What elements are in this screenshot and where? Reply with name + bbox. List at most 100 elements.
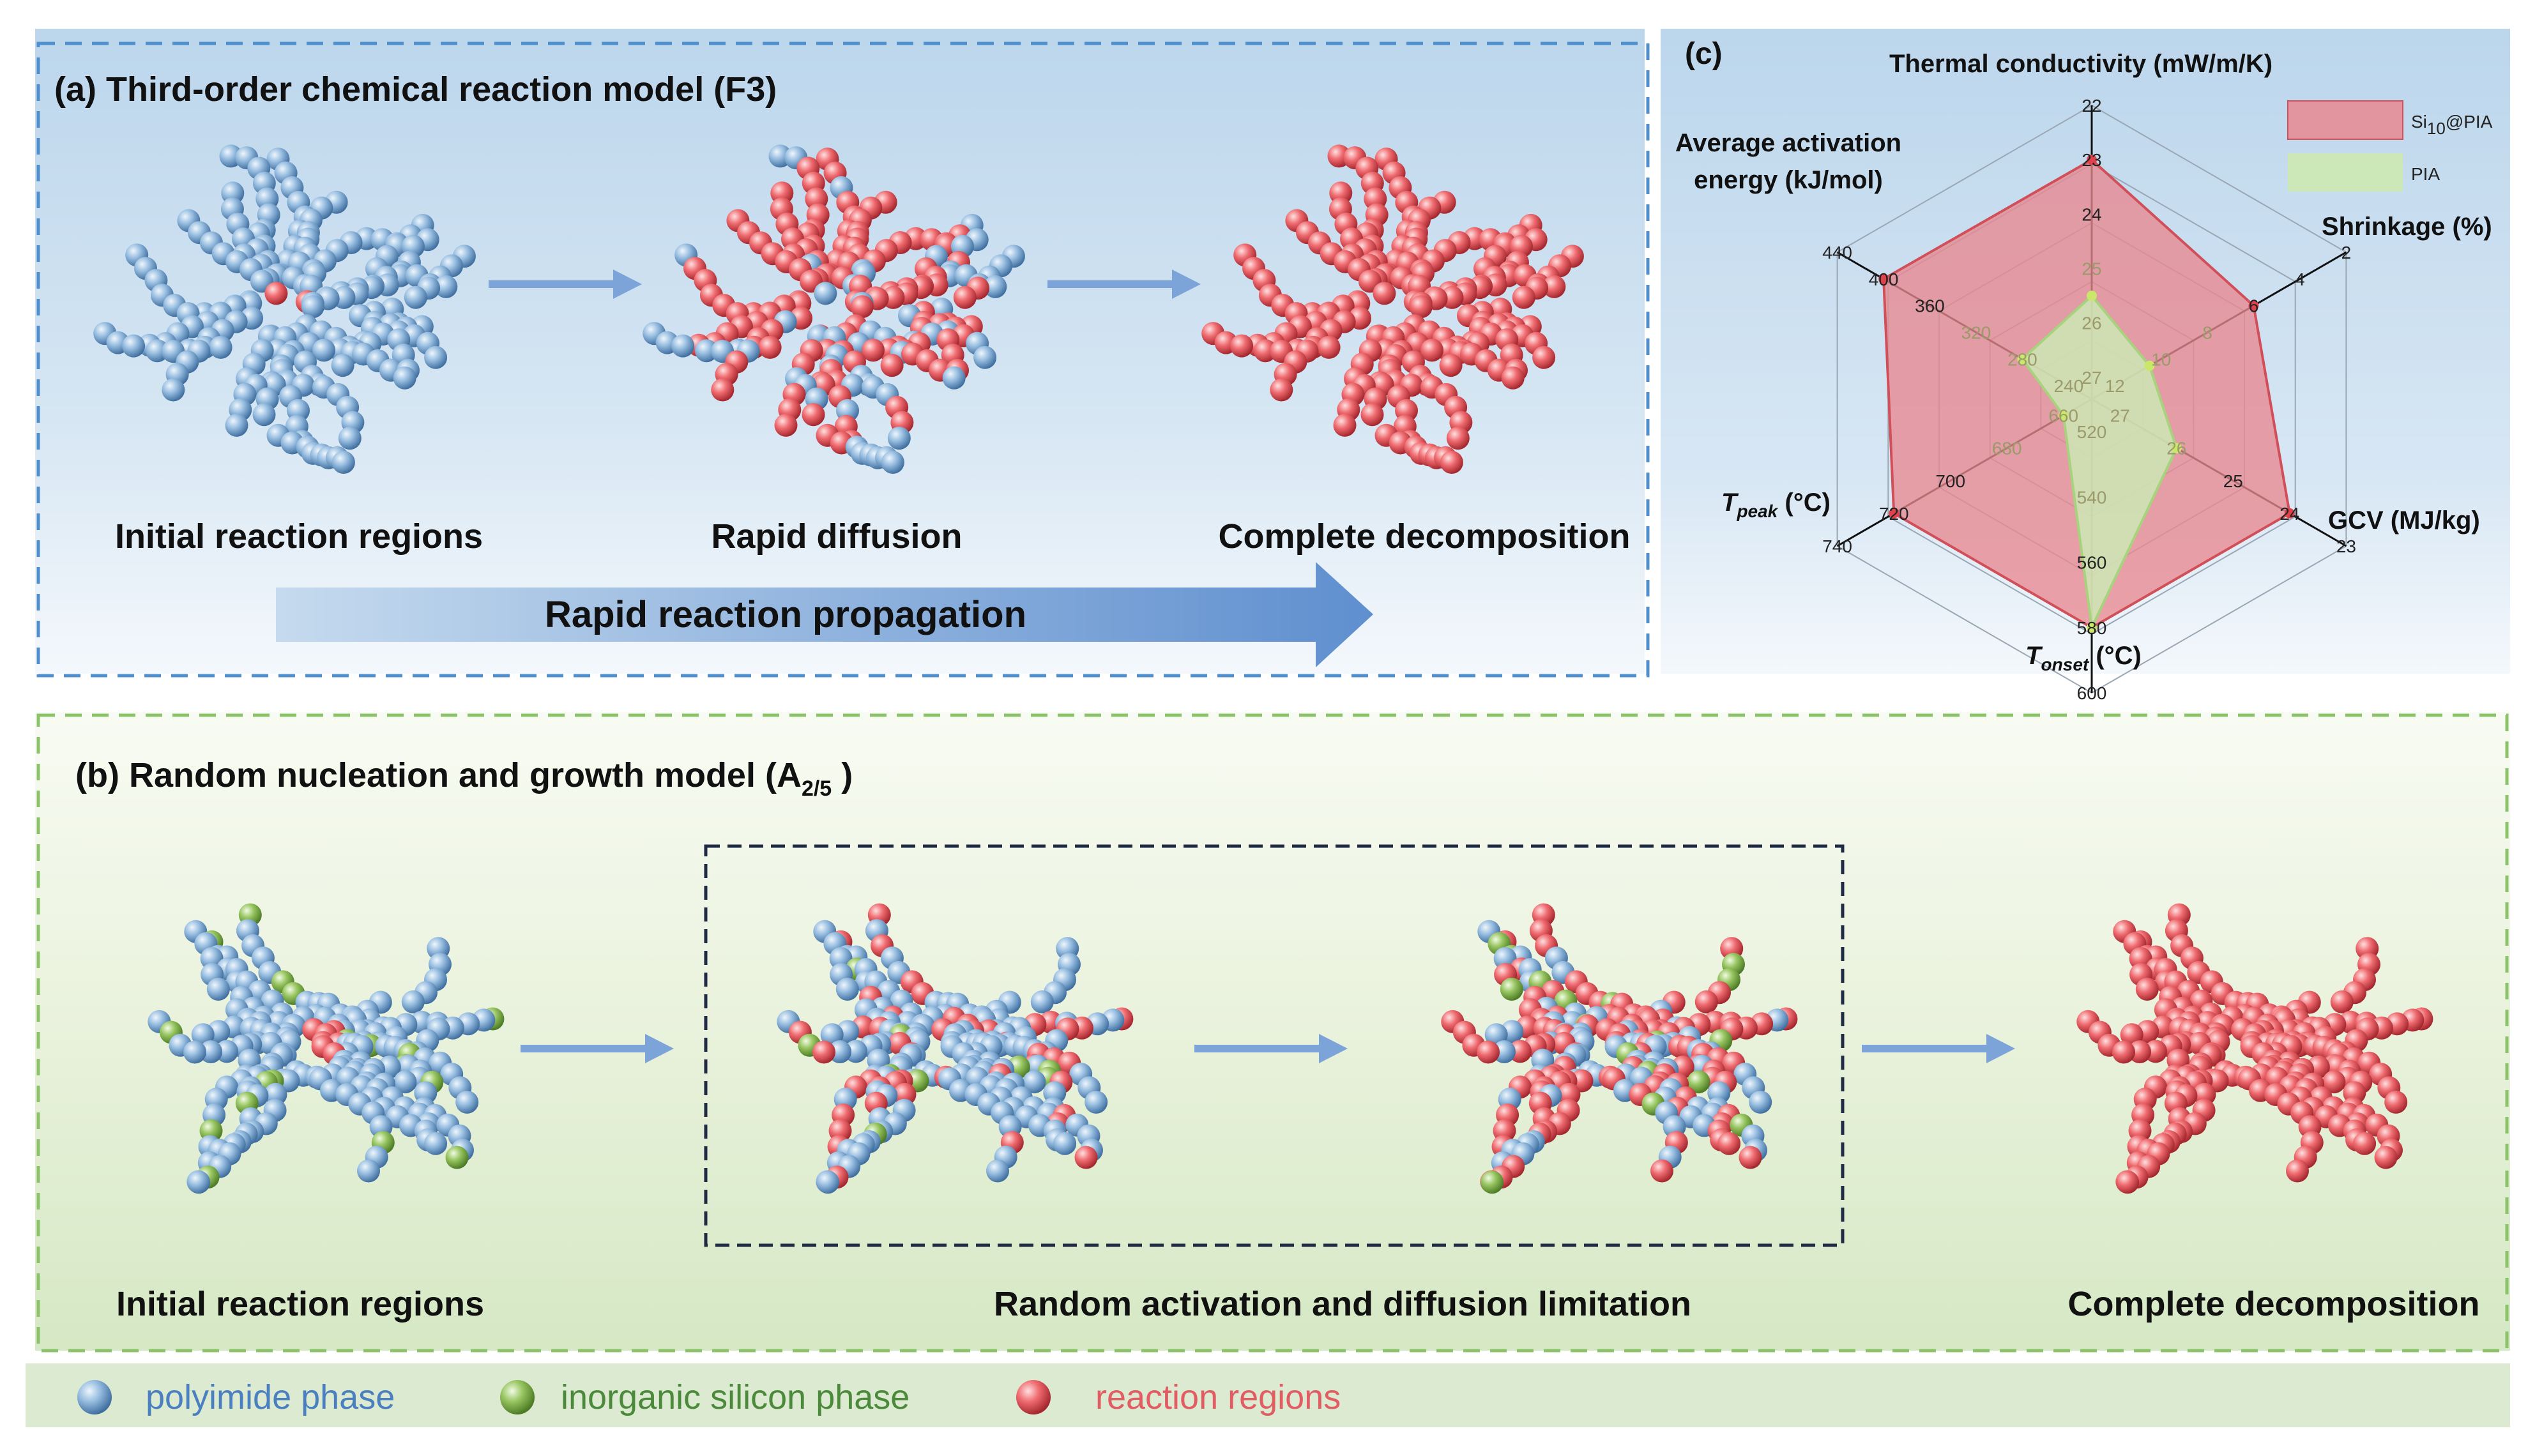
polyimide-sphere — [393, 1070, 417, 1094]
silicon-sphere — [1481, 1171, 1504, 1194]
caption-b-complete: Complete decomposition — [2067, 1285, 2479, 1323]
panel-a-border — [36, 42, 1650, 678]
radar-tick-label: 560 — [2077, 553, 2107, 573]
polyimide-sphere — [424, 1132, 448, 1155]
tonset-subscript: onset — [2041, 655, 2090, 674]
axis-title-activation-line2: energy (kJ/mol) — [1694, 166, 1883, 194]
axis-title-tpeak: Tpeak (°C) — [1721, 489, 1831, 521]
series-point-pia — [2171, 443, 2182, 453]
radar-tick-label: 8 — [2202, 323, 2212, 343]
reaction-sphere — [1542, 275, 1566, 298]
polyimide-sphere — [404, 285, 427, 309]
caption-a-complete: Complete decomposition — [1218, 517, 1630, 556]
reaction-sphere — [1532, 345, 1556, 369]
radar-tick-label: 320 — [1961, 323, 1991, 343]
radar-tick-label: 22 — [2082, 96, 2101, 116]
polyimide-sphere — [331, 451, 355, 474]
reaction-sphere — [1329, 181, 1353, 205]
caption-a-diffusion: Rapid diffusion — [712, 517, 963, 556]
reaction-sphere — [2330, 990, 2354, 1013]
polyimide-sphere — [199, 1040, 222, 1063]
radar-tick-label: 12 — [2105, 376, 2125, 396]
panel-b-title-sub: 2/5 — [802, 777, 832, 801]
legend-silicon-label: inorganic silicon phase — [561, 1378, 910, 1416]
reaction-sphere — [2384, 1090, 2408, 1114]
caption-a-initial: Initial reaction regions — [115, 517, 483, 556]
silicon-sphere — [1500, 978, 1523, 1001]
polyimide-sphere — [835, 978, 859, 1001]
radar-tick-label: 600 — [2077, 683, 2107, 703]
polyimide-sphere — [434, 275, 458, 298]
polyimide-sphere — [183, 1040, 206, 1064]
legend-label-si: Si10@PIA — [2411, 112, 2493, 138]
reaction-sphere — [1650, 1159, 1673, 1183]
reaction-sphere — [2286, 1159, 2309, 1183]
polyimide-sphere — [401, 990, 425, 1013]
polyimide-sphere — [393, 366, 416, 390]
reaction-sphere — [850, 295, 874, 319]
reaction-sphere — [1694, 990, 1718, 1013]
series-point-si10-pia — [2248, 300, 2259, 311]
panel-b-title: (b) Random nucleation and growth model (… — [75, 756, 853, 801]
reaction-sphere — [711, 378, 735, 402]
activation-stage-box — [704, 844, 1845, 1247]
radar-tick-label: 680 — [1992, 439, 2022, 459]
radar-tick-label: 240 — [2053, 376, 2083, 396]
polyimide-sphere — [844, 1040, 867, 1063]
tpeak-unit: (°C) — [1778, 489, 1831, 517]
polyimide-sphere — [209, 335, 232, 359]
radar-tick-label: 25 — [2082, 259, 2101, 279]
panel-c-label: (c) — [1685, 37, 1723, 71]
polyimide-sphere — [162, 378, 185, 402]
reaction-sphere — [1717, 1132, 1741, 1155]
legend-reaction-label: reaction regions — [1095, 1378, 1341, 1416]
radar-tick-label: 520 — [2077, 422, 2107, 442]
panel-b-network-complete — [2076, 903, 2433, 1194]
polyimide-sphere — [357, 1159, 380, 1183]
reaction-sphere — [1440, 451, 1463, 474]
reaction-sphere — [1512, 285, 1535, 309]
reaction-sphere — [770, 181, 794, 205]
reaction-sphere — [1360, 403, 1384, 427]
legend-reaction-sphere — [1016, 1380, 1051, 1414]
arrow-b-3 — [1862, 1034, 2015, 1063]
reaction-sphere — [2322, 1070, 2346, 1094]
reaction-sphere — [1509, 1040, 1532, 1063]
silicon-sphere — [1687, 1070, 1710, 1094]
series-point-pia — [2144, 360, 2155, 371]
reaction-sphere — [2112, 1040, 2135, 1064]
radar-tick-label: 24 — [2280, 504, 2299, 524]
polyimide-sphere — [1023, 1070, 1046, 1094]
polyimide-sphere — [225, 413, 248, 437]
polyimide-sphere — [1053, 1132, 1077, 1155]
panel-a-network-diffusion — [643, 144, 1025, 474]
polyimide-sphere — [1085, 1090, 1108, 1114]
propagation-banner: Rapid reaction propagation — [276, 562, 1373, 667]
arrow-b-2 — [1194, 1034, 1348, 1063]
tonset-symbol: T — [2025, 642, 2043, 670]
legend-si-sub: 10 — [2427, 119, 2446, 138]
panel-b-title-end: ) — [832, 756, 853, 794]
reaction-sphere — [1230, 334, 1254, 358]
legend-si-end: @PIA — [2446, 112, 2493, 132]
reaction-sphere — [1439, 354, 1463, 377]
radar-tick-label: 25 — [2223, 471, 2243, 491]
radar-tick-label: 440 — [1822, 243, 1852, 262]
series-point-pia — [2017, 354, 2028, 365]
panel-b-network-activation — [777, 903, 1134, 1194]
series-point-si10-pia — [1878, 273, 1889, 284]
radar-tick-label: 740 — [1822, 536, 1852, 556]
radar-tick-label: 720 — [1879, 504, 1909, 524]
radar-tick-label: 27 — [2082, 368, 2101, 388]
panel-a-network-initial — [93, 144, 476, 474]
radar-tick-label: 26 — [2082, 314, 2101, 333]
reaction-sphere — [2128, 1040, 2151, 1063]
polyimide-sphere — [187, 1171, 211, 1194]
legend-label-pia: PIA — [2411, 164, 2440, 184]
panel-b-title-main: (b) Random nucleation and growth model (… — [75, 756, 802, 794]
reaction-sphere — [2374, 1146, 2398, 1169]
polyimide-sphere — [986, 1159, 1009, 1183]
polyimide-sphere — [122, 334, 146, 358]
polyimide-sphere — [221, 181, 245, 205]
radar-tick-label: 580 — [2077, 618, 2107, 638]
